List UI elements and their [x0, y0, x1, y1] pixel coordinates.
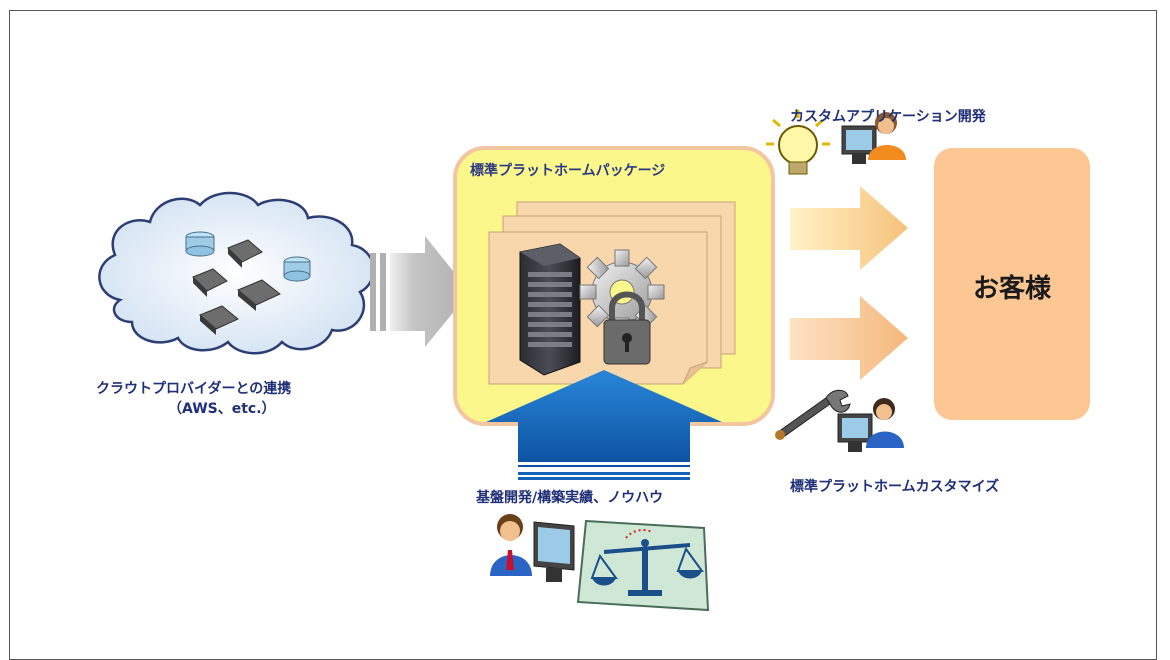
- customize-label: 標準プラットホームカスタマイズ: [790, 479, 1000, 495]
- server-node-icon: [199, 305, 239, 335]
- customer-box: お客様: [934, 148, 1090, 420]
- database-icon: [185, 231, 215, 257]
- database-icon: [283, 256, 311, 282]
- cloud-label-line1: クラウトプロバイダーとの連携: [96, 381, 292, 397]
- package-title: 標準プラットホームパッケージ: [470, 163, 666, 179]
- padlock-icon: [603, 291, 651, 365]
- server-node-icon: [192, 268, 228, 297]
- arrow-infra-to-package: [486, 370, 722, 480]
- server-node-icon: [237, 279, 281, 311]
- customer-label: お客様: [972, 274, 1051, 304]
- person-at-computer-icon: [841, 112, 906, 164]
- cloud-label-line2: （AWS、etc.）: [168, 401, 276, 417]
- server-rack-icon: [519, 243, 581, 376]
- arrow-cloud-to-package: [370, 236, 470, 347]
- person-at-computer-icon: [837, 398, 904, 452]
- arrow-package-to-customer-bottom: [790, 296, 908, 380]
- person-at-computer-icon: [490, 514, 575, 582]
- server-node-icon: [227, 239, 263, 268]
- balance-scale-icon: [576, 519, 710, 612]
- cloud-icon: [98, 191, 375, 355]
- custom-app-label: カスタムアプリケーション開発: [790, 109, 986, 125]
- wrench-icon: [775, 389, 851, 440]
- infra-label: 基盤開発/構築実績、ノウハウ: [476, 490, 664, 506]
- arrow-package-to-customer-top: [790, 186, 908, 270]
- lightbulb-icon: [766, 110, 830, 175]
